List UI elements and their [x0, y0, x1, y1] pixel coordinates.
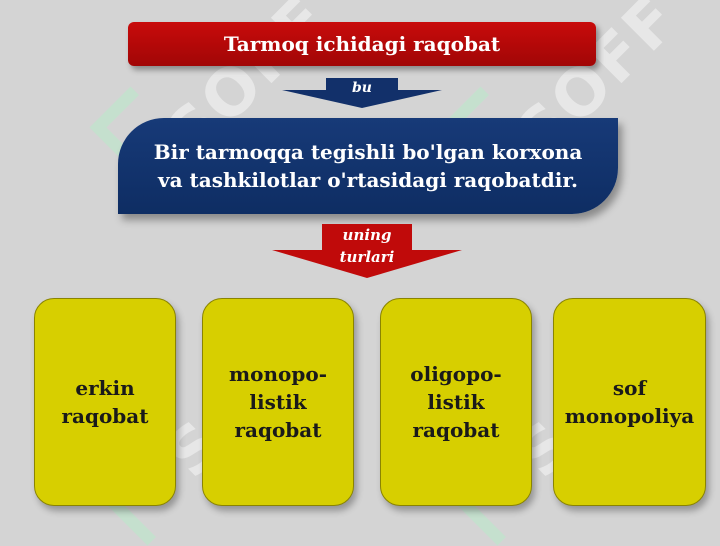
definition-box: Bir tarmoqqa tegishli bo'lgan korxona va…	[118, 118, 618, 214]
type-card-label: sof monopoliya	[564, 376, 695, 428]
type-card: erkin raqobat	[34, 298, 176, 506]
definition-text: Bir tarmoqqa tegishli bo'lgan korxona va…	[153, 140, 583, 192]
arrow-label-bu: bu	[352, 80, 372, 96]
down-arrow-icon	[272, 224, 462, 278]
down-arrow-icon	[282, 78, 442, 108]
title-text: Tarmoq ichidagi raqobat	[223, 32, 501, 56]
type-card: sof monopoliya	[553, 298, 706, 506]
type-card: monopo- listik raqobat	[202, 298, 354, 506]
type-card-label: monopo- listik raqobat	[228, 362, 327, 442]
title-box: Tarmoq ichidagi raqobat	[128, 22, 596, 66]
type-card-label: erkin raqobat	[61, 376, 149, 428]
type-card-label: oligopo- listik raqobat	[410, 362, 502, 442]
arrow-label-turlari: uning turlari	[339, 226, 395, 266]
type-card: oligopo- listik raqobat	[380, 298, 532, 506]
